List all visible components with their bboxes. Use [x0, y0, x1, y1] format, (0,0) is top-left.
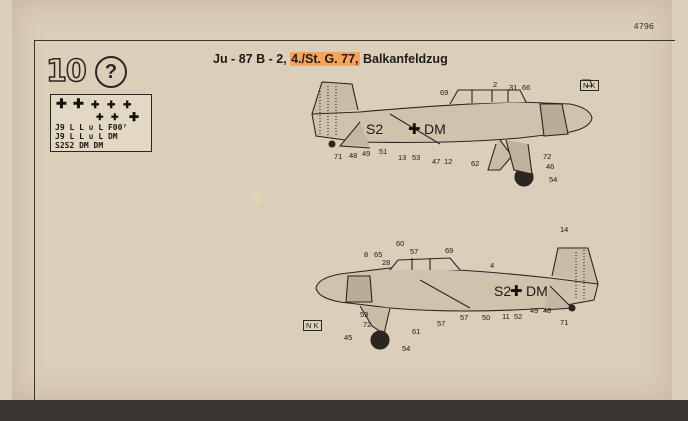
highlighted-unit: 4./St. G. 77, — [290, 52, 360, 66]
callout: 46 — [546, 162, 555, 171]
decal-sheet-preview: ✚ ✚ ✚ ✚ ✚ ✚ ✚ ✚ J9 L L ∪ L F00⁷ J9 L L ∪… — [50, 94, 152, 152]
step-number: 10 — [45, 53, 87, 90]
callout: 28 — [382, 258, 391, 267]
balkenkreuz-icon: ✚ — [96, 112, 104, 122]
callout: 71 — [560, 318, 569, 327]
callout: 61 — [412, 327, 421, 336]
callout: 66 — [522, 83, 531, 92]
balkenkreuz-icon: ✚ — [510, 283, 523, 300]
callout: 57 — [437, 319, 446, 328]
decal-row: J9 L L ∪ L DM — [55, 132, 118, 141]
callout: 49 — [530, 306, 539, 315]
callout: 48 — [349, 151, 358, 160]
registration-letters: DM — [526, 283, 548, 299]
balkenkreuz-icon: ✚ — [408, 121, 421, 138]
balkenkreuz-icon: ✚ — [73, 96, 84, 111]
page-title: Ju - 87 B - 2, 4./St. G. 77, Balkanfeldz… — [213, 52, 448, 66]
balkenkreuz-icon: ✚ — [107, 100, 116, 111]
aircraft-side-view-top: S2 ✚ DM — [311, 79, 593, 187]
callout: 47 — [432, 157, 441, 166]
callout: 54 — [549, 175, 558, 184]
callout-nk: N K — [580, 80, 599, 91]
instruction-sheet: 4796 10 ? Ju - 87 B - 2, 4./St. G. 77, B… — [0, 0, 688, 400]
callout: 11 — [502, 312, 510, 321]
callout: 48 — [543, 306, 552, 315]
callout: 72 — [363, 320, 372, 329]
callout: 52 — [514, 312, 523, 321]
callout: 65 — [374, 250, 383, 259]
callout: 72 — [543, 152, 552, 161]
balkenkreuz-icon: ✚ — [91, 100, 100, 111]
callout: 69 — [440, 88, 449, 97]
balkenkreuz-icon: ✚ — [129, 110, 140, 124]
page-frame — [34, 40, 675, 421]
aircraft-side-view-bottom: S2 ✚ DM — [315, 247, 599, 350]
callout: 71 — [334, 152, 343, 161]
callout: 57 — [410, 247, 419, 256]
callout: 31 — [509, 83, 518, 92]
balkenkreuz-icon: ✚ — [56, 96, 67, 111]
decal-row: J9 L L ∪ L F00⁷ — [55, 123, 128, 132]
callout: 50 — [482, 313, 491, 322]
callout-nk: N K — [303, 320, 322, 331]
balkenkreuz-icon: ✚ — [123, 100, 132, 111]
callout: 8 — [364, 250, 369, 259]
callout: 59 — [360, 310, 369, 319]
registration-letters: S2 — [494, 283, 511, 299]
sheet-number: 4796 — [633, 22, 654, 31]
registration-letters: S2 — [366, 121, 383, 137]
callout: 4 — [490, 261, 495, 270]
callout: 57 — [460, 313, 469, 322]
callout: 13 — [398, 153, 407, 162]
callout: 2 — [493, 80, 498, 89]
callout: 69 — [445, 246, 454, 255]
decal-row: S2S2 DM DM — [55, 141, 104, 150]
callout: 60 — [396, 239, 405, 248]
question-mark-icon: ? — [95, 56, 127, 88]
paper-stain — [252, 193, 262, 203]
callout: 14 — [560, 225, 569, 234]
callout: 12 — [444, 157, 453, 166]
balkenkreuz-icon: ✚ — [111, 112, 119, 122]
callout: 45 — [344, 333, 353, 342]
callout: 51 — [379, 147, 388, 156]
callout: 54 — [402, 344, 411, 353]
callout: 53 — [412, 153, 421, 162]
callout: 62 — [471, 159, 480, 168]
registration-letters: DM — [424, 121, 446, 137]
callout: 49 — [362, 149, 371, 158]
